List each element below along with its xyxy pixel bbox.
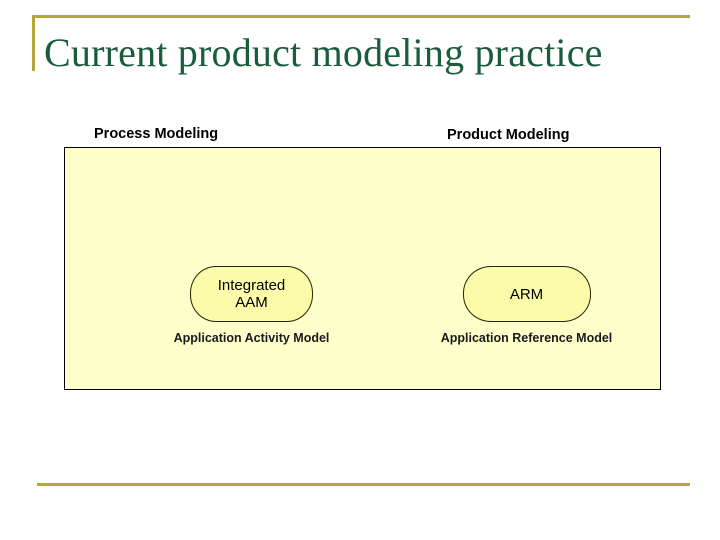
- shape-label-line1: ARM: [509, 285, 544, 303]
- shape-label-integrated-aam: Integrated AAM: [218, 277, 286, 311]
- model-group-aam: Integrated AAM Application Activity Mode…: [125, 266, 378, 345]
- diagram-panel: Integrated AAM Application Activity Mode…: [64, 147, 661, 390]
- caption-application-reference-model: Application Reference Model: [440, 331, 613, 345]
- column-heading-product-modeling: Product Modeling: [447, 127, 570, 143]
- shape-integrated-aam: Integrated AAM: [190, 266, 313, 322]
- footer-rule: [37, 483, 690, 486]
- header-rule-horizontal: [32, 15, 690, 18]
- slide-title: Current product modeling practice: [44, 30, 603, 75]
- shape-label-line1: Integrated: [217, 277, 286, 294]
- shape-label-line2: AAM: [235, 294, 268, 311]
- caption-application-activity-model: Application Activity Model: [173, 331, 330, 345]
- shape-label-arm: ARM: [510, 286, 543, 303]
- column-heading-process-modeling: Process Modeling: [94, 126, 219, 142]
- shape-arm: ARM: [462, 266, 591, 322]
- model-group-arm: ARM Application Reference Model: [395, 266, 658, 345]
- header-rule-vertical: [32, 15, 35, 71]
